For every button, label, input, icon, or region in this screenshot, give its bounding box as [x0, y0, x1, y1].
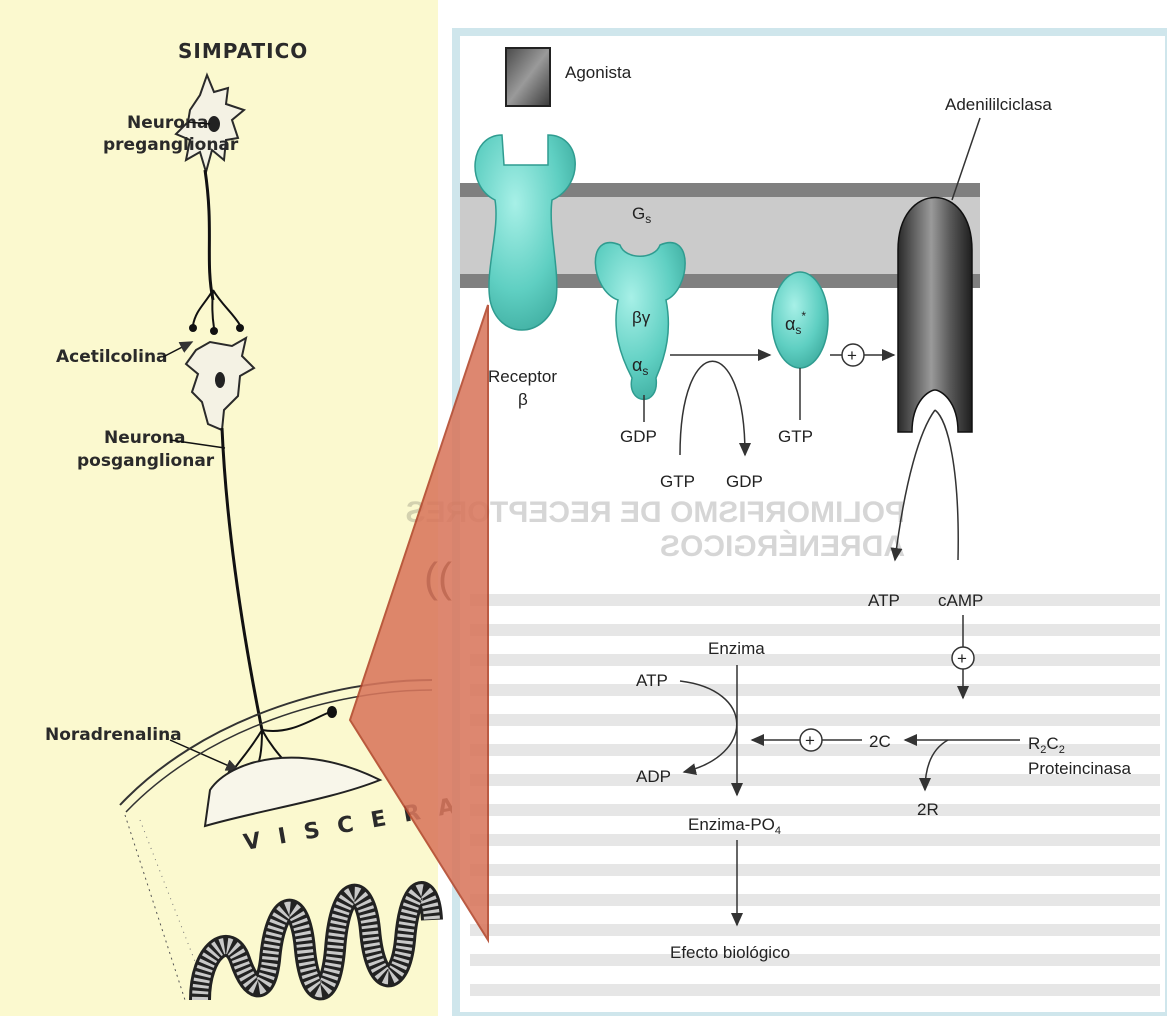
- biological-effect-label: Efecto biológico: [670, 943, 790, 962]
- gdp-label-2: GDP: [726, 472, 763, 491]
- gtp-label-2: GTP: [778, 427, 813, 446]
- agonist-square: [506, 48, 550, 106]
- camp-label: cAMP: [938, 591, 983, 610]
- beta-gamma-label: βγ: [632, 308, 651, 327]
- receptor-beta-label: β: [518, 390, 528, 409]
- gdp-label-1: GDP: [620, 427, 657, 446]
- plus-sign-3: +: [805, 731, 815, 750]
- agonist-label: Agonista: [565, 63, 632, 82]
- gtp-label-1: GTP: [660, 472, 695, 491]
- label-postganglionic-2: posganglionar: [77, 451, 215, 471]
- atp-label-1: ATP: [868, 591, 900, 610]
- enzyme-po4-label: Enzima-PO4: [688, 815, 781, 837]
- activated-alpha-s: [772, 272, 828, 368]
- ghost-heading-2: ADRENÉRGICOS: [660, 529, 905, 563]
- label-acetylcholine: Acetilcolina: [56, 347, 168, 367]
- plus-sign-2: +: [957, 649, 967, 668]
- two-c-label: 2C: [869, 732, 891, 751]
- receptor-label: Receptor: [488, 367, 557, 386]
- label-preganglionic-2: preganglionar: [103, 135, 239, 155]
- atp-label-2: ATP: [636, 671, 668, 690]
- label-noradrenaline: Noradrenalina: [45, 725, 182, 745]
- adenylyl-cyclase-label: Adenililciclasa: [945, 95, 1052, 114]
- two-r-label: 2R: [917, 800, 939, 819]
- label-postganglionic-1: Neurona: [104, 428, 186, 448]
- proteinkinase-label: Proteincinasa: [1028, 759, 1132, 778]
- adp-label: ADP: [636, 767, 671, 786]
- plus-sign-1: +: [847, 346, 857, 365]
- sympathetic-title: SIMPATICO: [178, 39, 308, 63]
- enzyme-label: Enzima: [708, 639, 765, 658]
